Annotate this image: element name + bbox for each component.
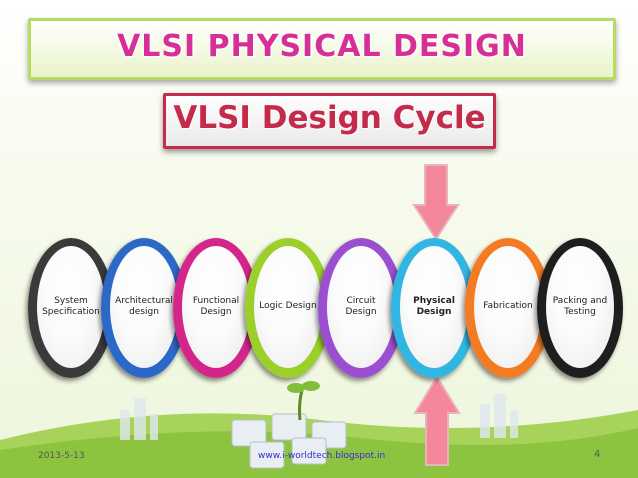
- stage-label: System Specification: [42, 295, 100, 317]
- stage-oval: Packing and Testing: [537, 238, 623, 378]
- page-title: VLSI PHYSICAL DESIGN: [117, 29, 527, 64]
- title-banner: VLSI PHYSICAL DESIGN: [28, 18, 616, 80]
- page-number: 4: [594, 449, 601, 460]
- stage-label: Physical Design: [413, 295, 455, 317]
- footer-date: 2013-5-13: [38, 451, 85, 461]
- footer-url[interactable]: www.i-worldtech.blogspot.in: [258, 451, 386, 461]
- stage-label: Fabrication: [483, 301, 533, 312]
- subtitle: VLSI Design Cycle: [173, 100, 486, 136]
- stage-label: Functional Design: [192, 295, 240, 317]
- landscape-illustration: [0, 381, 638, 478]
- subtitle-box: VLSI Design Cycle: [163, 93, 496, 149]
- stage-oval: Physical Design: [391, 238, 477, 378]
- stage-oval: Fabrication: [465, 238, 551, 378]
- up-arrow-icon: [413, 375, 461, 466]
- stage-oval: Functional Design: [173, 238, 259, 378]
- stage-oval: Architectural design: [101, 238, 187, 378]
- down-arrow-icon: [412, 164, 460, 241]
- stage-label: Packing and Testing: [552, 295, 608, 317]
- stage-oval: System Specification: [28, 238, 114, 378]
- stage-label: Architectural design: [115, 295, 173, 317]
- stage-oval: Logic Design: [245, 238, 331, 378]
- stage-label: Logic Design: [259, 301, 317, 312]
- stage-label: Circuit Design: [345, 295, 377, 317]
- stage-oval: Circuit Design: [318, 238, 404, 378]
